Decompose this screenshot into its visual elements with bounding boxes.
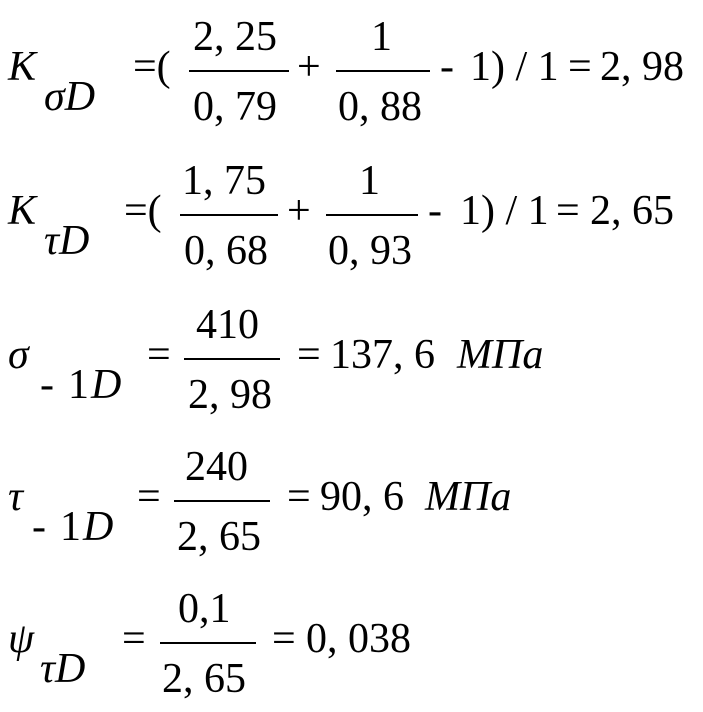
tail-expression: 1) / 1 xyxy=(460,188,549,234)
result-value: 2, 65 xyxy=(590,188,674,234)
numerator-2: 1 xyxy=(359,158,380,204)
k-symbol: K xyxy=(8,44,37,90)
subscript-minus: - xyxy=(32,504,46,550)
denominator-2: 0, 93 xyxy=(328,228,412,274)
numerator: 0,1 xyxy=(178,586,231,632)
tail-expression: 1) / 1 xyxy=(470,44,559,90)
denominator-2: 0, 88 xyxy=(338,84,422,130)
minus-sign: - xyxy=(428,188,442,234)
denominator: 2, 98 xyxy=(188,372,272,418)
subscript-tau-d: τD xyxy=(44,218,90,264)
numerator: 410 xyxy=(196,302,259,348)
fraction-bar-2 xyxy=(336,70,430,72)
plus-sign: + xyxy=(287,188,311,234)
numerator-1: 1, 75 xyxy=(182,158,266,204)
subscript-minus: - xyxy=(40,362,54,408)
subscript-d: D xyxy=(91,362,122,408)
equals-sign-1: = xyxy=(137,474,161,520)
tau-symbol: τ xyxy=(8,474,24,520)
unit-mpa: МПа xyxy=(425,474,512,520)
equation-k-tau-d: K τD =( 1, 75 0, 68 + 1 0, 93 - 1) / 1 =… xyxy=(0,144,703,284)
equals-sign-1: = xyxy=(122,616,146,662)
denominator-1: 0, 79 xyxy=(193,84,277,130)
denominator-1: 0, 68 xyxy=(184,228,268,274)
subscript-tau-d: τD xyxy=(40,646,86,692)
numerator: 240 xyxy=(185,444,248,490)
k-symbol: K xyxy=(8,188,37,234)
numerator-1: 2, 25 xyxy=(193,14,277,60)
plus-sign: + xyxy=(297,44,321,90)
equals-sign: = xyxy=(568,44,592,90)
equals-sign-1: = xyxy=(147,332,171,378)
subscript-sigma-d: σD xyxy=(44,74,96,120)
fraction-bar xyxy=(174,500,270,502)
fraction-bar-2 xyxy=(326,214,418,216)
fraction-bar xyxy=(160,642,256,644)
result-value: 0, 038 xyxy=(306,616,411,662)
equation-tau-minus-1d: τ - 1 D = 240 2, 65 = 90, 6 МПа xyxy=(0,430,703,570)
equation-k-sigma-d: K σD =( 2, 25 0, 79 + 1 0, 88 - 1) / 1 =… xyxy=(0,0,703,140)
result-value: 90, 6 xyxy=(320,474,404,520)
minus-sign: - xyxy=(440,44,454,90)
unit-mpa: МПа xyxy=(457,332,544,378)
equals-sign-2: = xyxy=(297,332,321,378)
sigma-symbol: σ xyxy=(8,332,29,378)
equals-paren: =( xyxy=(133,44,171,90)
denominator: 2, 65 xyxy=(177,514,261,560)
subscript-one: 1 xyxy=(60,504,81,550)
result-value: 2, 98 xyxy=(600,44,684,90)
subscript-d: D xyxy=(83,504,114,550)
subscript-one: 1 xyxy=(68,362,89,408)
equals-paren: =( xyxy=(124,188,162,234)
equals-sign-2: = xyxy=(287,474,311,520)
psi-symbol: ψ xyxy=(8,616,35,662)
denominator: 2, 65 xyxy=(162,656,246,702)
fraction-bar-1 xyxy=(189,70,289,72)
numerator-2: 1 xyxy=(371,14,392,60)
equals-sign-2: = xyxy=(272,616,296,662)
result-value: 137, 6 xyxy=(330,332,435,378)
equation-sigma-minus-1d: σ - 1 D = 410 2, 98 = 137, 6 МПа xyxy=(0,288,703,428)
equation-psi-tau-d: ψ τD = 0,1 2, 65 = 0, 038 xyxy=(0,572,703,712)
fraction-bar-1 xyxy=(180,214,278,216)
equals-sign: = xyxy=(556,188,580,234)
fraction-bar xyxy=(184,358,280,360)
